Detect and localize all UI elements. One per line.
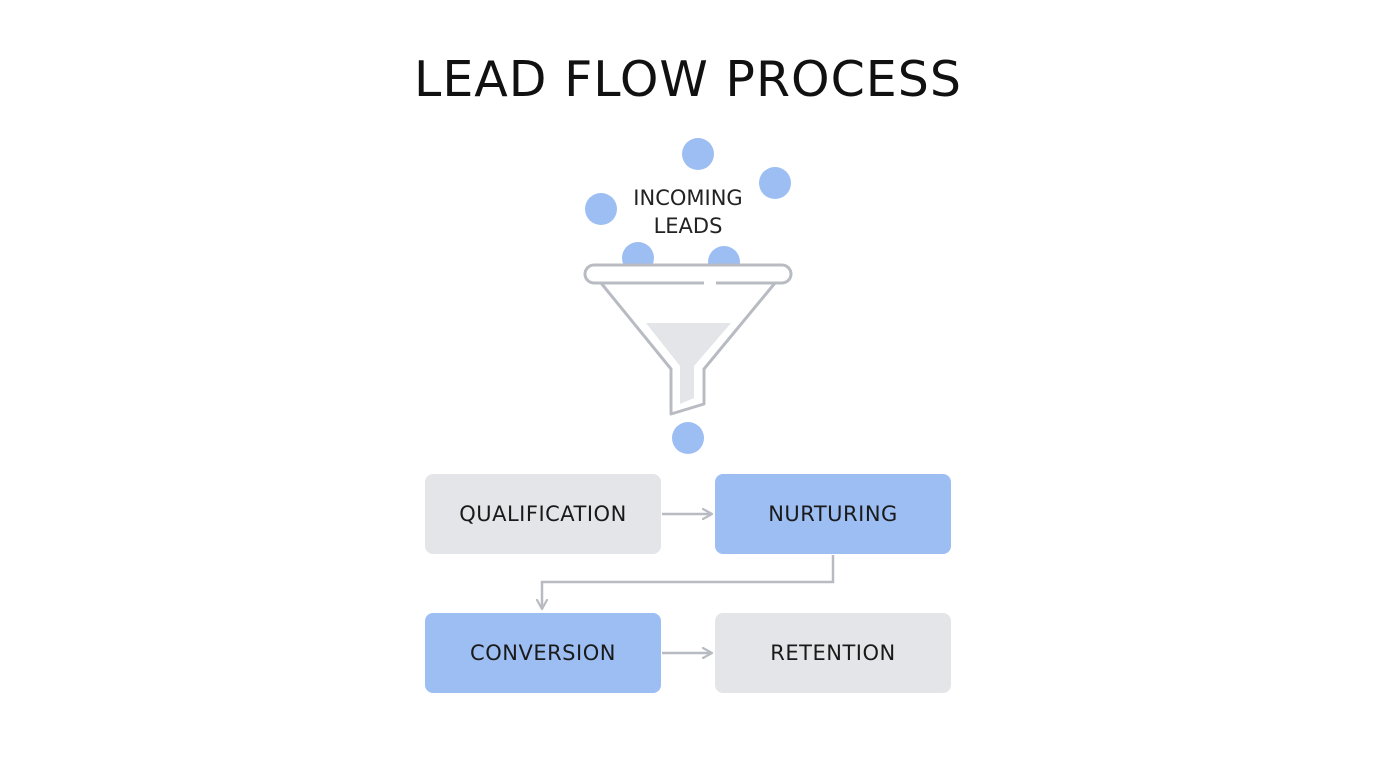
intake-label-line: INCOMING xyxy=(633,186,743,210)
step-conversion: CONVERSION xyxy=(425,613,661,693)
step-nurturing: NURTURING xyxy=(715,474,951,554)
lead-dot xyxy=(759,167,791,199)
step-qualification: QUALIFICATION xyxy=(425,474,661,554)
intake-label: INCOMING LEADS xyxy=(588,184,788,240)
connector-nurturing-conversion xyxy=(542,555,835,609)
lead-dot xyxy=(672,422,704,454)
intake-label-line: LEADS xyxy=(653,214,723,238)
step-retention: RETENTION xyxy=(715,613,951,693)
lead-dot xyxy=(585,193,617,225)
lead-dot xyxy=(682,138,714,170)
funnel-icon xyxy=(583,263,793,416)
diagram-title: LEAD FLOW PROCESS xyxy=(414,51,962,108)
